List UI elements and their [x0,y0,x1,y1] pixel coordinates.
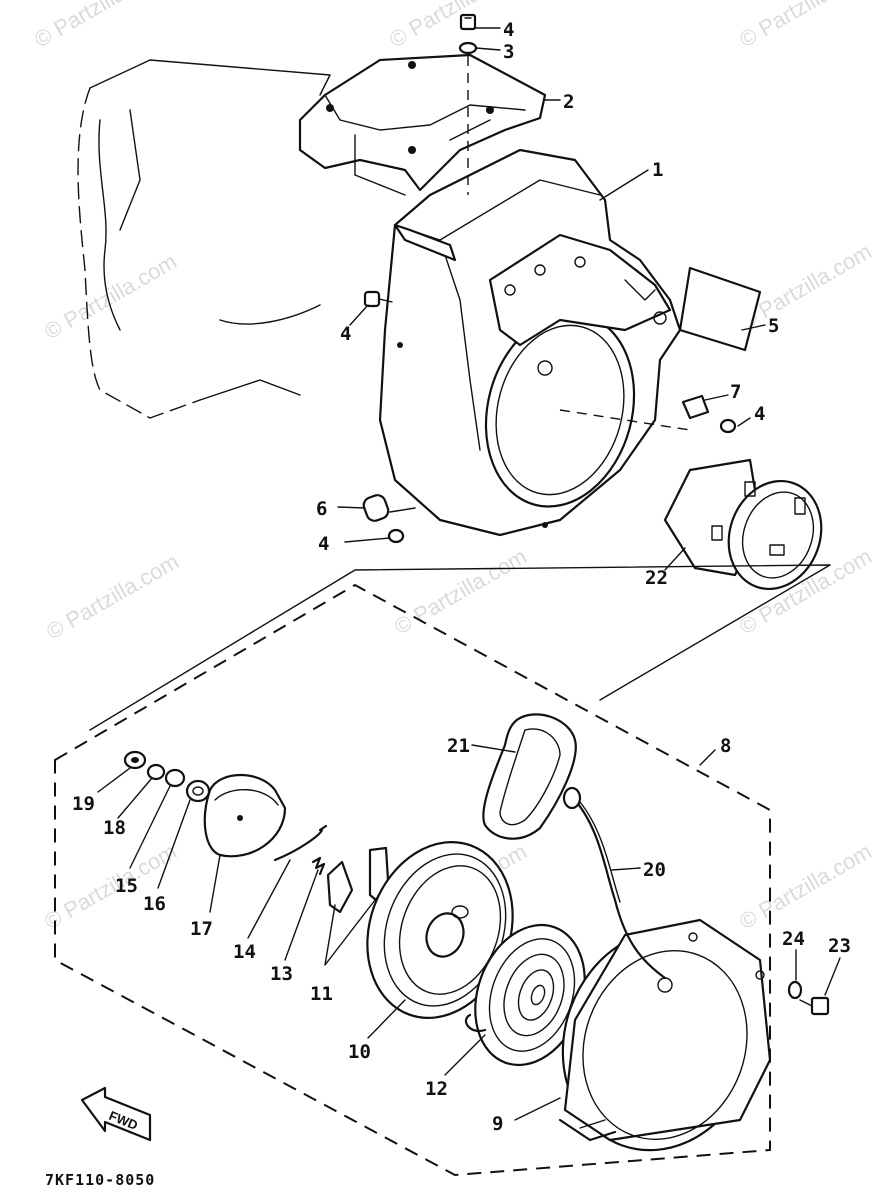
part-3-washer [458,41,478,55]
part-21-handle [482,713,582,840]
part-23-bolt [799,996,830,1016]
part-7-clip [681,394,710,420]
part-2-top-shroud [298,53,547,196]
part-11-ratchet [326,846,390,914]
callout-15: 15 [115,875,138,897]
callout-19: 19 [72,793,95,815]
callout-11: 11 [310,983,333,1005]
callout-4-left: 4 [340,323,351,345]
callout-13: 13 [270,963,293,985]
reference-lines [89,564,831,731]
part-4-screw-bottom [387,528,405,544]
part-18-washer [146,763,166,781]
callout-1: 1 [652,159,663,181]
part-6-grommet [362,494,416,522]
part-19-nut [123,750,147,770]
part-13-spring [311,856,326,876]
callout-4-right: 4 [754,403,765,425]
part-1-fan-housing [378,148,691,537]
part-4-screw-left [363,290,393,308]
callout-4-bottom: 4 [318,533,329,555]
watermark: © Partzilla.com [390,544,531,640]
part-8-assembly-box [54,583,771,1177]
callout-8: 8 [720,735,731,757]
callout-21: 21 [447,735,470,757]
callout-18: 18 [103,817,126,839]
callout-24: 24 [782,928,805,950]
watermark: © Partzilla.com [42,549,183,645]
watermark: © Partzilla.com [735,239,873,335]
callout-5: 5 [768,315,779,337]
diagram-code: 7KF110-8050 [45,1171,155,1189]
part-14-spring-wire [273,824,328,862]
part-17-friction-plate [203,773,287,858]
part-10-reel [366,841,514,1019]
callout-22: 22 [645,567,668,589]
callout-10: 10 [348,1041,371,1063]
callout-3: 3 [503,41,514,63]
part-20-rope [573,798,667,980]
part-16-washer [185,779,211,803]
part-4-screw-top [459,13,477,31]
callout-20: 20 [643,859,666,881]
part-9-starter-case [558,918,772,1152]
part-15-washer [164,768,186,788]
watermark: © Partzilla.com [30,0,171,52]
callout-6: 6 [316,498,327,520]
callout-2: 2 [563,91,574,113]
part-4-screw-right [719,418,737,434]
part-22-starter-cup [663,458,823,591]
engine-outline [77,59,331,419]
callout-9: 9 [492,1113,503,1135]
callout-12: 12 [425,1078,448,1100]
forward-arrow-icon: FWD [80,1086,152,1142]
part-5-gasket [678,266,762,352]
callout-7: 7 [730,381,741,403]
watermark: © Partzilla.com [40,249,181,345]
watermark: © Partzilla.com [735,0,873,52]
watermark: © Partzilla.com [735,839,873,935]
watermark: © Partzilla.com [40,839,181,935]
callout-23: 23 [828,935,851,957]
leader-lines [97,27,841,1121]
callouts: 4 3 2 1 5 4 7 4 6 4 22 8 21 20 19 18 15 … [72,19,851,1135]
callout-17: 17 [190,918,213,940]
callout-14: 14 [233,941,256,963]
part-24-washer [787,980,803,1000]
callout-16: 16 [143,893,166,915]
callout-4: 4 [503,19,514,41]
